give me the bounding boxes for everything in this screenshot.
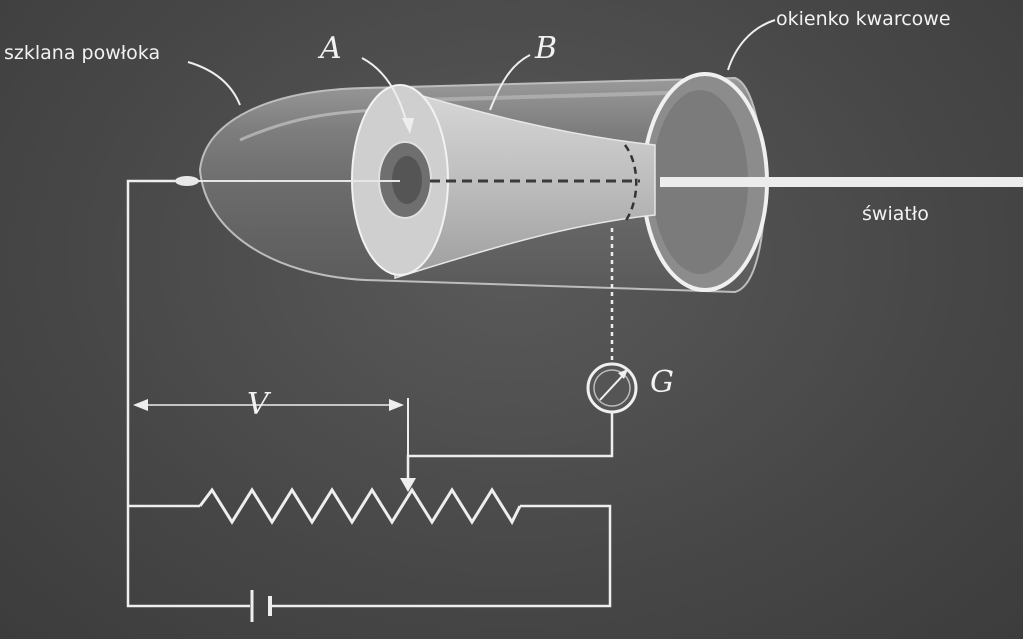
voltage-arrow-right-icon: [389, 399, 404, 411]
variable-resistor: [198, 487, 522, 526]
leader-quartz-window: [727, 19, 776, 71]
funnel-dashed-arc: [623, 144, 638, 223]
glass-highlight: [239, 108, 381, 142]
label-electrode-a: A: [320, 31, 342, 66]
electrode-a-core: [392, 156, 422, 204]
glass-highlight: [419, 90, 701, 102]
contact-pin: [175, 176, 199, 186]
galvanometer-inner: [593, 369, 631, 407]
leader-glass-shell: [187, 61, 241, 106]
collector-electrode-b: [394, 86, 656, 280]
label-voltage: V: [247, 387, 269, 422]
slider-arrow-icon: [400, 478, 416, 492]
label-glass-shell: szklana powłoka: [4, 42, 161, 64]
leader-electrode-a-arrow-icon: [402, 118, 414, 134]
galvanometer-needle-head: [618, 369, 628, 379]
label-galvanometer: G: [650, 365, 674, 400]
label-quartz-window: okienko kwarcowe: [776, 8, 951, 30]
label-electrode-b: B: [535, 31, 558, 66]
leader-electrode-b: [489, 54, 531, 111]
circuit-wire-bottom: [272, 504, 612, 608]
circuit-wire-galvanometer: [406, 412, 614, 478]
light-beam: [660, 177, 1023, 187]
label-light: światło: [862, 203, 929, 225]
voltage-arrow-left-icon: [133, 399, 148, 411]
circuit-wire-left: [126, 179, 250, 608]
